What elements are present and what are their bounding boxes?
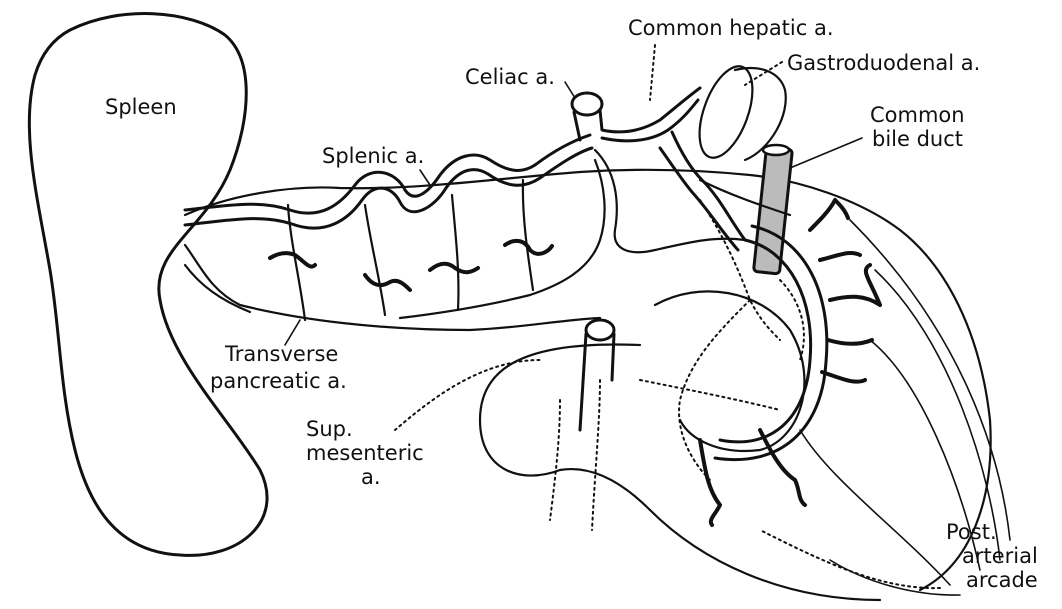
arcade-twig — [818, 250, 862, 262]
arcade-twig — [698, 438, 722, 527]
leader-line-sup-mesenteric — [394, 359, 541, 431]
leader-line-transverse-pancreatic — [284, 319, 301, 346]
leader-line-common-bile-duct — [789, 137, 863, 169]
arcade-twig — [758, 428, 807, 507]
common-bile-duct-top — [761, 143, 791, 157]
label-celiac: Celiac a. — [465, 65, 555, 89]
dotted-loop-2 — [779, 279, 805, 361]
label-transverse-pancreatic-line2: pancreatic a. — [210, 369, 347, 393]
label-splenic: Splenic a. — [322, 144, 424, 168]
posterior-dotted-loop — [678, 299, 751, 481]
pancreatic-vertical-branch — [521, 178, 535, 292]
label-post-arterial-arcade-line1: Post. — [946, 520, 997, 544]
anterior-arcade — [698, 178, 792, 217]
common-bile-duct — [752, 145, 794, 276]
leader-line-splenic — [419, 169, 431, 186]
sup-mesenteric-branch — [591, 379, 601, 531]
leader-line-arcade-6 — [829, 559, 961, 596]
leader-line-gastroduodenal — [744, 61, 783, 86]
pancreatic-twig — [503, 238, 554, 256]
leader-line-arcade-2 — [874, 269, 1001, 561]
pancreatic-vertical-branch — [450, 193, 460, 312]
pancreatic-twig — [428, 261, 480, 275]
label-spleen: Spleen — [105, 95, 177, 119]
label-transverse-pancreatic-line1: Transverse — [224, 342, 338, 366]
gastroduodenal-artery-wall — [658, 146, 740, 252]
leader-line-arcade-5 — [759, 529, 941, 590]
sup-mesenteric-artery-ostium — [584, 318, 616, 342]
leader-line-common-hepatic — [649, 44, 656, 101]
leader-line-arcade-3 — [869, 339, 981, 571]
pancreas-tail-edge — [183, 263, 252, 314]
pancreatic-vertical-branch — [363, 203, 387, 317]
posterior-inferior-vessel — [639, 379, 781, 411]
posterior-arterial-arcade-inner — [713, 224, 829, 461]
posterior-superior-vessel — [699, 199, 781, 341]
celiac-artery-ostium — [570, 91, 604, 117]
common-hepatic-artery — [600, 98, 700, 143]
label-sup-mesenteric-line1: Sup. — [306, 417, 353, 441]
pancreas-lower-edge — [183, 243, 602, 332]
arcade-twig — [828, 263, 882, 307]
leader-line-celiac — [564, 81, 576, 99]
label-gastroduodenal: Gastroduodenal a. — [787, 51, 980, 75]
arcade-twig — [826, 338, 874, 346]
arcade-twig — [808, 198, 850, 232]
pancreatic-twig — [268, 251, 317, 269]
gastroduodenal-artery — [670, 130, 747, 242]
label-common-bile-duct-line1: Common — [870, 103, 965, 127]
sup-mesenteric-branch-2 — [549, 399, 561, 521]
label-post-arterial-arcade-line3: arcade — [966, 568, 1038, 592]
splenic-artery — [183, 133, 592, 215]
celiac-trunk — [572, 86, 702, 142]
sup-mesenteric-artery — [578, 332, 616, 432]
label-sup-mesenteric-line2: mesenteric — [306, 441, 424, 465]
leader-line-arcade-1 — [849, 219, 1011, 541]
label-post-arterial-arcade-line2: arterial — [962, 544, 1038, 568]
pancreatic-arcade — [593, 148, 747, 254]
pancreatic-twig — [363, 273, 412, 292]
label-common-hepatic: Common hepatic a. — [628, 16, 834, 40]
pancreatic-arcade-2 — [398, 158, 606, 320]
pancreatic-vertical-branch — [286, 203, 307, 322]
posterior-arterial-arcade — [718, 238, 813, 444]
duodenum-outline — [478, 343, 882, 602]
leader-line-arcade-4 — [799, 429, 951, 586]
stomach-cut-end — [698, 65, 754, 159]
pancreas-body-outline — [183, 168, 992, 592]
label-common-bile-duct-line2: bile duct — [872, 127, 963, 151]
label-sup-mesenteric-line3: a. — [361, 465, 381, 489]
arcade-twig — [820, 370, 867, 384]
spleen-outline — [27, 12, 269, 557]
splenic-artery-inner — [183, 146, 594, 230]
